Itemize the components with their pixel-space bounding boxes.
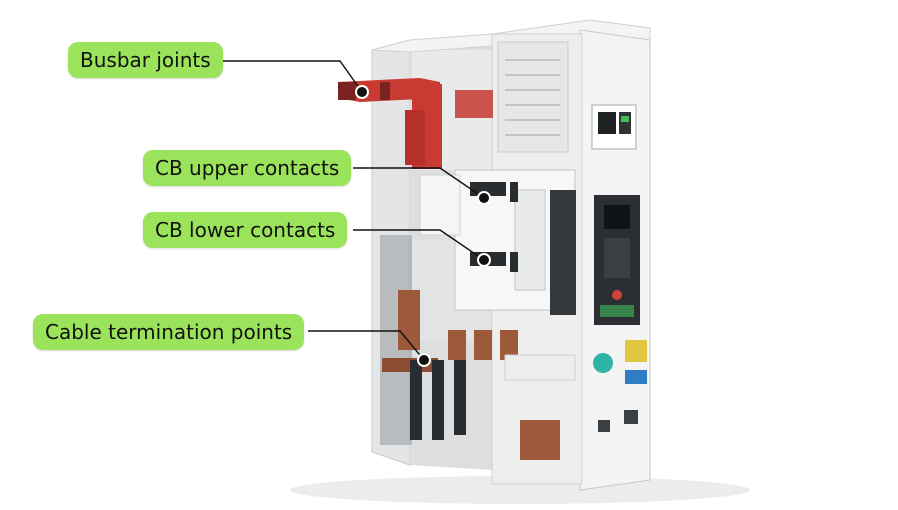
callout-cable-termination-points: Cable termination points <box>33 314 305 350</box>
floor-shadow <box>290 476 750 504</box>
callout-cb-upper-contacts: CB upper contacts <box>143 150 352 186</box>
leader-lines <box>222 60 485 361</box>
callout-cb-lower-contacts: CB lower contacts <box>143 212 348 248</box>
circuit-breaker <box>419 169 576 315</box>
callout-busbar-joints: Busbar joints <box>68 42 223 78</box>
leader-dots <box>355 85 491 367</box>
